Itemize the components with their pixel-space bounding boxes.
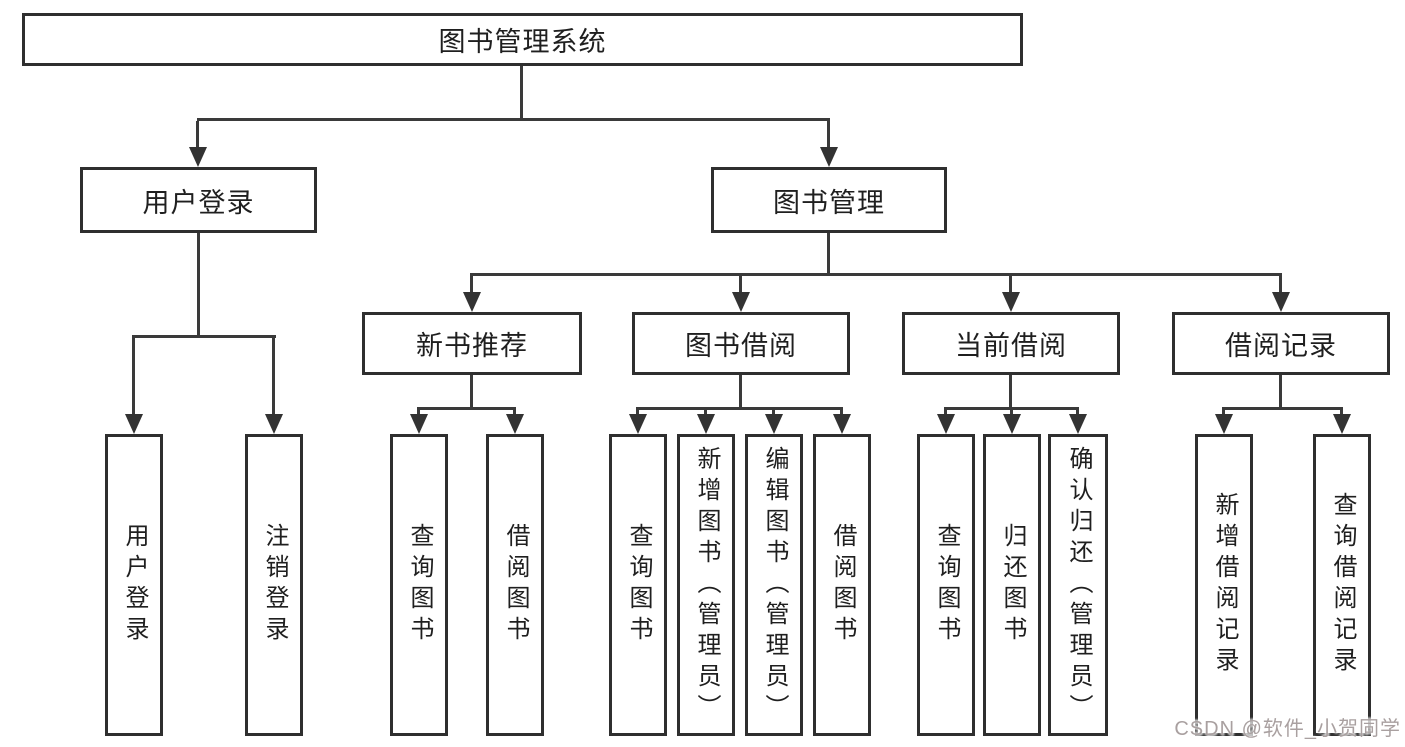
node-label: 新增图书（管理员） bbox=[693, 445, 720, 725]
connector-line bbox=[840, 407, 843, 417]
connector-line bbox=[739, 375, 742, 410]
node-leaf-query-borrow-record: 查询借阅记录 bbox=[1313, 434, 1371, 736]
arrowhead-down-icon bbox=[1002, 292, 1020, 312]
node-label: 借阅图书 bbox=[502, 523, 529, 647]
connector-line bbox=[1340, 407, 1343, 417]
node-leaf-return-books: 归还图书 bbox=[983, 434, 1041, 736]
node-leaf-confirm-return-admin: 确认归还（管理员） bbox=[1048, 434, 1108, 736]
node-leaf-borrow-books-1: 借阅图书 bbox=[486, 434, 544, 736]
connector-line bbox=[636, 407, 842, 410]
connector-line bbox=[132, 338, 135, 416]
arrowhead-down-icon bbox=[1333, 414, 1351, 434]
arrowhead-down-icon bbox=[697, 414, 715, 434]
connector-line bbox=[197, 233, 200, 338]
connector-line bbox=[470, 273, 1282, 276]
connector-line bbox=[417, 407, 420, 417]
node-label: 新书推荐 bbox=[416, 331, 528, 361]
connector-line bbox=[132, 335, 276, 338]
connector-line bbox=[944, 407, 947, 417]
connector-line bbox=[1010, 407, 1013, 417]
node-leaf-user-login: 用户登录 bbox=[105, 434, 163, 736]
node-leaf-add-books-admin: 新增图书（管理员） bbox=[677, 434, 735, 736]
connector-line bbox=[272, 338, 275, 416]
node-label: 图书管理系统 bbox=[438, 27, 607, 57]
arrowhead-down-icon bbox=[463, 292, 481, 312]
arrowhead-down-icon bbox=[1215, 414, 1233, 434]
node-label: 编辑图书（管理员） bbox=[761, 445, 788, 725]
node-label: 用户登录 bbox=[121, 523, 148, 647]
connector-line bbox=[772, 407, 775, 417]
node-label: 确认归还（管理员） bbox=[1065, 445, 1092, 725]
node-label: 注销登录 bbox=[261, 523, 288, 647]
node-label: 查询图书 bbox=[933, 523, 960, 647]
node-leaf-add-borrow-record: 新增借阅记录 bbox=[1195, 434, 1253, 736]
connector-line bbox=[1009, 276, 1012, 294]
node-label: 图书借阅 bbox=[685, 331, 797, 361]
arrowhead-down-icon bbox=[265, 414, 283, 434]
arrowhead-down-icon bbox=[629, 414, 647, 434]
connector-line bbox=[1222, 407, 1225, 417]
node-new-book-recommend: 新书推荐 bbox=[362, 312, 582, 375]
connector-line bbox=[470, 276, 473, 294]
connector-line bbox=[827, 233, 830, 276]
arrowhead-down-icon bbox=[937, 414, 955, 434]
node-borrow-records: 借阅记录 bbox=[1172, 312, 1390, 375]
node-label: 当前借阅 bbox=[955, 331, 1067, 361]
arrowhead-down-icon bbox=[732, 292, 750, 312]
arrowhead-down-icon bbox=[820, 147, 838, 167]
arrowhead-down-icon bbox=[1272, 292, 1290, 312]
node-leaf-borrow-books-2: 借阅图书 bbox=[813, 434, 871, 736]
node-label: 新增借阅记录 bbox=[1211, 492, 1238, 678]
arrowhead-down-icon bbox=[765, 414, 783, 434]
arrowhead-down-icon bbox=[189, 147, 207, 167]
node-label: 查询图书 bbox=[406, 523, 433, 647]
node-label: 查询借阅记录 bbox=[1329, 492, 1356, 678]
csdn-watermark: CSDN @软件_小贺同学 bbox=[1174, 718, 1401, 740]
node-book-borrow: 图书借阅 bbox=[632, 312, 850, 375]
arrowhead-down-icon bbox=[1003, 414, 1021, 434]
connector-line bbox=[197, 118, 830, 121]
connector-line bbox=[636, 407, 639, 417]
node-label: 借阅图书 bbox=[829, 523, 856, 647]
node-leaf-edit-books-admin: 编辑图书（管理员） bbox=[745, 434, 803, 736]
node-label: 图书管理 bbox=[773, 187, 885, 218]
connector-line bbox=[1279, 276, 1282, 294]
node-leaf-query-books-3: 查询图书 bbox=[917, 434, 975, 736]
arrowhead-down-icon bbox=[125, 414, 143, 434]
connector-line bbox=[704, 407, 707, 417]
connector-line bbox=[470, 375, 473, 410]
node-leaf-logout: 注销登录 bbox=[245, 434, 303, 736]
node-label: 用户登录 bbox=[142, 187, 255, 218]
node-book-management: 图书管理 bbox=[711, 167, 947, 233]
connector-line bbox=[1009, 375, 1012, 410]
node-label: 查询图书 bbox=[625, 523, 652, 647]
connector-line bbox=[827, 121, 830, 149]
connector-line bbox=[739, 276, 742, 294]
connector-line bbox=[196, 121, 199, 149]
node-label: 借阅记录 bbox=[1225, 331, 1337, 361]
node-user-login: 用户登录 bbox=[80, 167, 317, 233]
connector-line bbox=[1279, 375, 1282, 410]
connector-line bbox=[520, 65, 523, 118]
node-current-borrow: 当前借阅 bbox=[902, 312, 1120, 375]
arrowhead-down-icon bbox=[1069, 414, 1087, 434]
connector-line bbox=[513, 407, 516, 417]
node-leaf-query-books-2: 查询图书 bbox=[609, 434, 667, 736]
node-label: 归还图书 bbox=[999, 523, 1026, 647]
connector-line bbox=[1222, 407, 1342, 410]
arrowhead-down-icon bbox=[506, 414, 524, 434]
node-leaf-query-books-1: 查询图书 bbox=[390, 434, 448, 736]
arrowhead-down-icon bbox=[833, 414, 851, 434]
connector-line bbox=[1076, 407, 1079, 417]
node-library-management-system: 图书管理系统 bbox=[22, 13, 1023, 66]
arrowhead-down-icon bbox=[410, 414, 428, 434]
connector-line bbox=[417, 407, 515, 410]
